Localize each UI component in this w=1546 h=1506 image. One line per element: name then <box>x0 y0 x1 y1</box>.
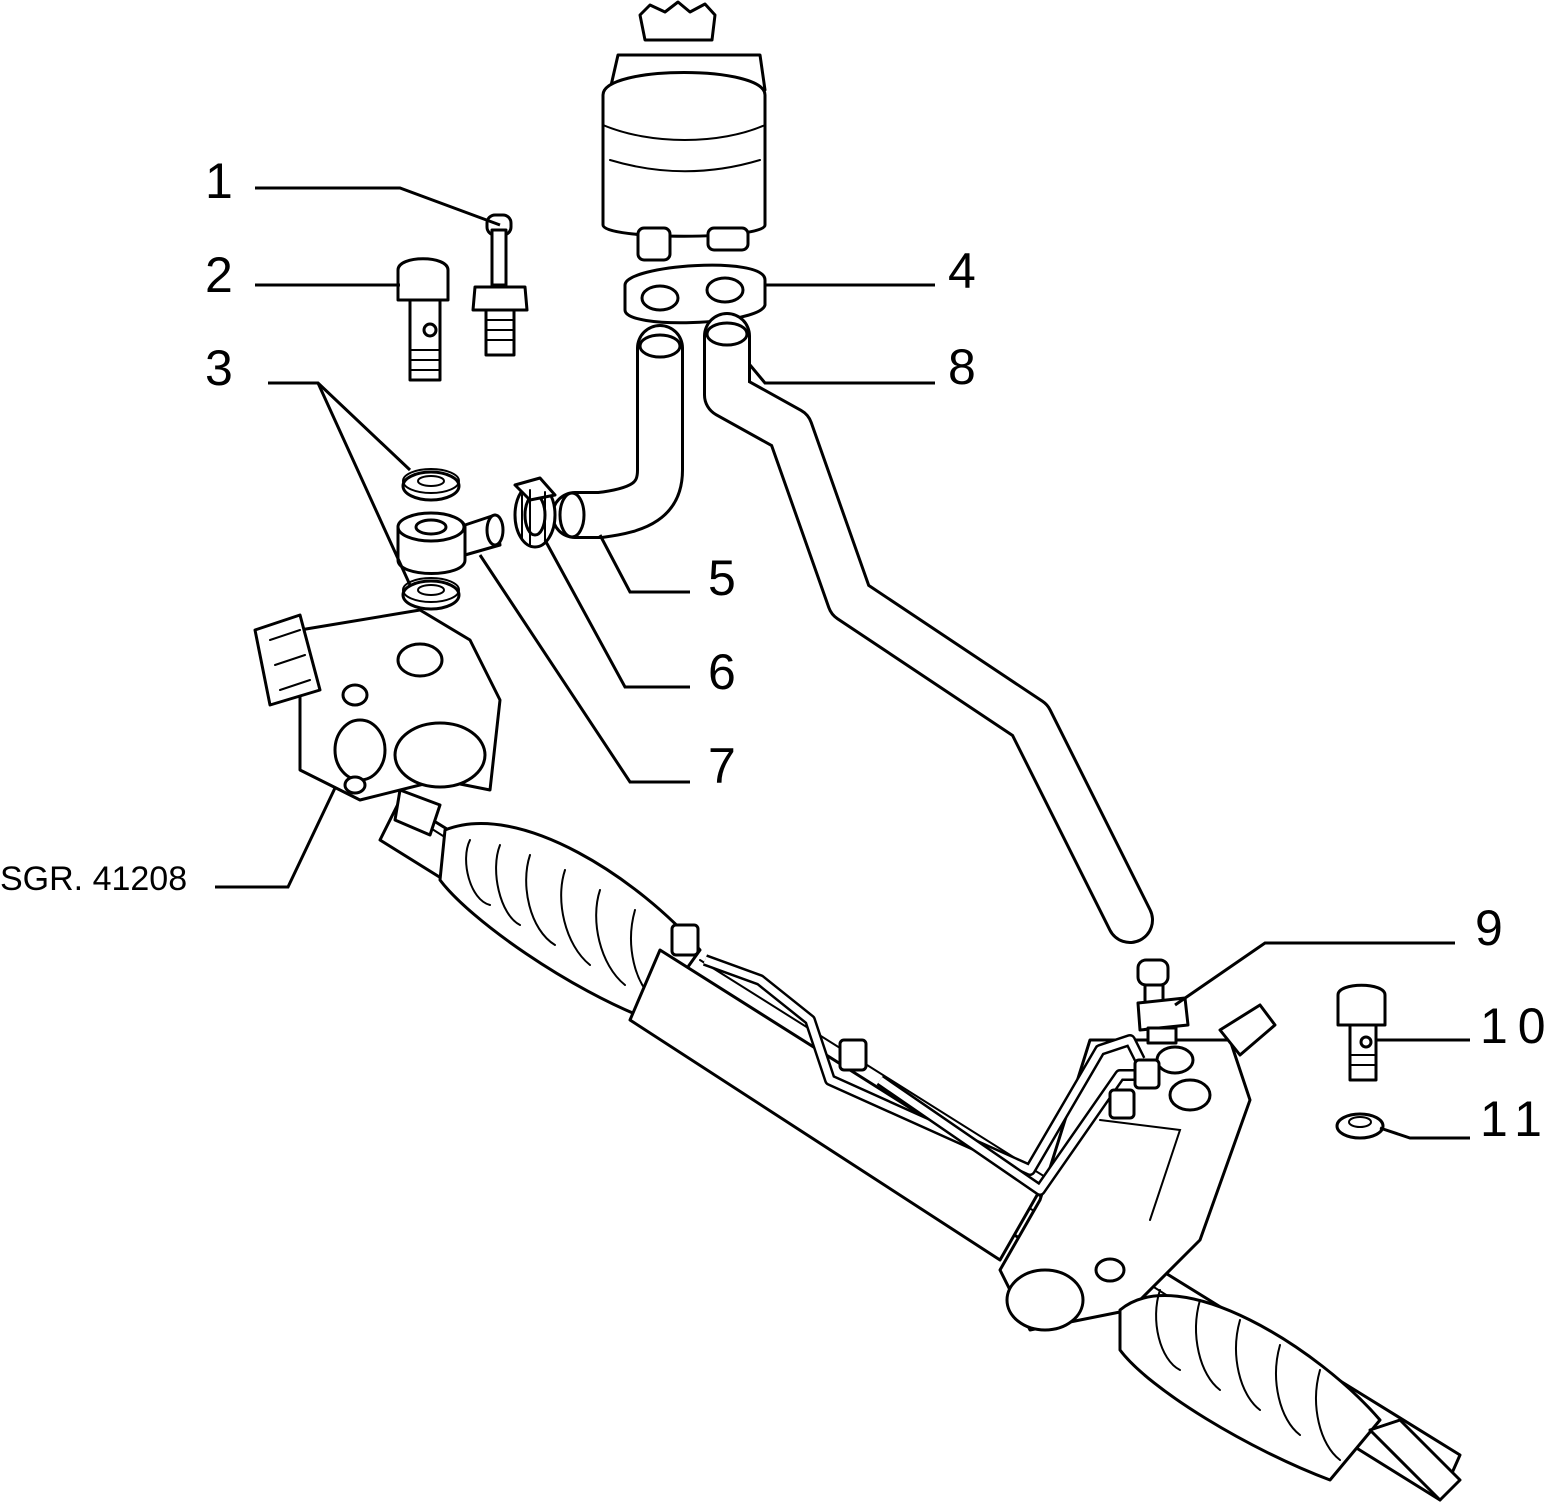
steering-rack-assembly <box>378 788 1462 1502</box>
part-10-bolt <box>1336 983 1387 1082</box>
callout-7: 7 <box>708 738 736 794</box>
part-6-hose-clamp <box>513 476 557 549</box>
part-4-gasket <box>623 263 767 325</box>
part-3-washers <box>401 468 461 611</box>
right-bellows-boot <box>1118 1289 1382 1482</box>
reference-label: SGR. 41208 <box>0 860 187 898</box>
part-5-supply-hose <box>551 324 684 539</box>
part-2-banjo-bolt <box>396 257 450 382</box>
part-11-washer <box>1335 1112 1385 1140</box>
steering-valve-housing <box>253 608 502 802</box>
callout-2: 2 <box>205 247 233 303</box>
callout-8: 8 <box>948 339 976 395</box>
steel-pipes <box>702 954 1150 1196</box>
callout-labels: 1 2 3 4 5 6 7 8 9 10 11 SGR. 41208 <box>0 153 1546 1147</box>
callout-4: 4 <box>948 243 976 299</box>
callout-5: 5 <box>708 550 736 606</box>
leader-lines <box>215 186 1470 1140</box>
callout-9: 9 <box>1475 900 1503 956</box>
callout-11: 11 <box>1480 1091 1546 1147</box>
left-bellows-boot <box>438 822 702 1022</box>
rack-right-housing <box>998 1038 1252 1332</box>
part-8-return-hose <box>703 312 1154 944</box>
part-1-fitting <box>471 213 529 357</box>
part-9-fitting <box>1136 958 1190 1045</box>
fluid-reservoir <box>601 0 767 262</box>
callout-10: 10 <box>1480 998 1546 1054</box>
callout-1: 1 <box>205 153 233 209</box>
part-7-banjo-fitting <box>396 511 505 575</box>
callout-3: 3 <box>205 340 233 396</box>
callout-6: 6 <box>708 644 736 700</box>
